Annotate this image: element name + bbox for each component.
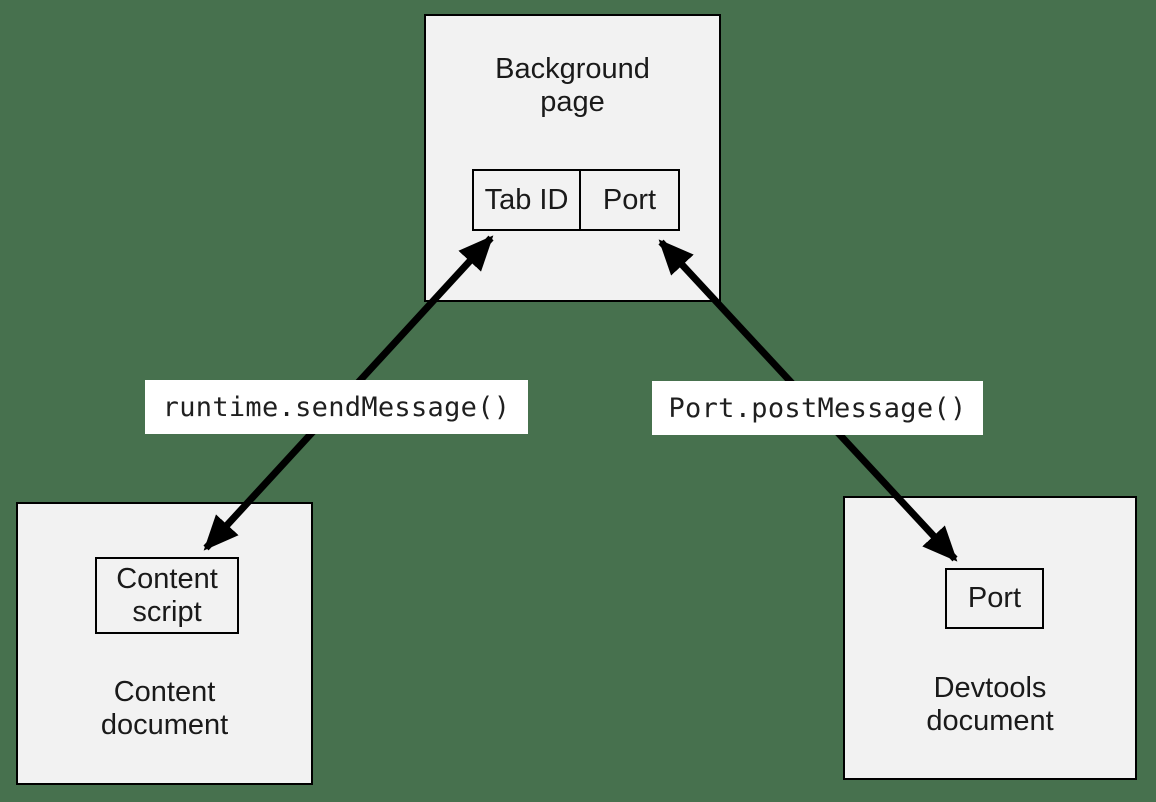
devtools-document-title: Devtools document <box>845 672 1135 738</box>
content-document-title-line1: Content <box>113 676 216 708</box>
background-port-slot-label: Port <box>602 183 657 216</box>
background-page-title-line2: page <box>540 86 605 118</box>
port-postmessage-label-text: Port.postMessage() <box>668 392 967 424</box>
devtools-port-box: Port <box>945 568 1044 629</box>
tab-id-slot-label: Tab ID <box>484 183 569 216</box>
background-page-title: Background page <box>426 53 719 119</box>
node-content-document: Content script Content document <box>16 502 313 785</box>
runtime-sendmessage-label: runtime.sendMessage() <box>145 380 528 434</box>
background-page-title-line1: Background <box>495 53 650 85</box>
node-devtools-document: Port Devtools document <box>843 496 1137 780</box>
content-document-title-line2: document <box>100 709 229 741</box>
devtools-port-label: Port <box>967 582 1022 614</box>
devtools-document-title-line2: document <box>926 705 1054 737</box>
content-script-label-line1: Content <box>116 562 218 595</box>
content-script-box: Content script <box>95 557 239 634</box>
port-postmessage-label: Port.postMessage() <box>652 381 983 435</box>
background-port-slot: Port <box>581 171 678 229</box>
tab-id-slot: Tab ID <box>474 171 581 229</box>
content-document-title: Content document <box>18 676 311 742</box>
runtime-sendmessage-label-text: runtime.sendMessage() <box>162 391 511 423</box>
background-page-slots: Tab ID Port <box>472 169 680 231</box>
content-script-label-line2: script <box>132 595 202 628</box>
devtools-document-title-line1: Devtools <box>933 672 1047 704</box>
node-background-page: Background page Tab ID Port <box>424 14 721 302</box>
